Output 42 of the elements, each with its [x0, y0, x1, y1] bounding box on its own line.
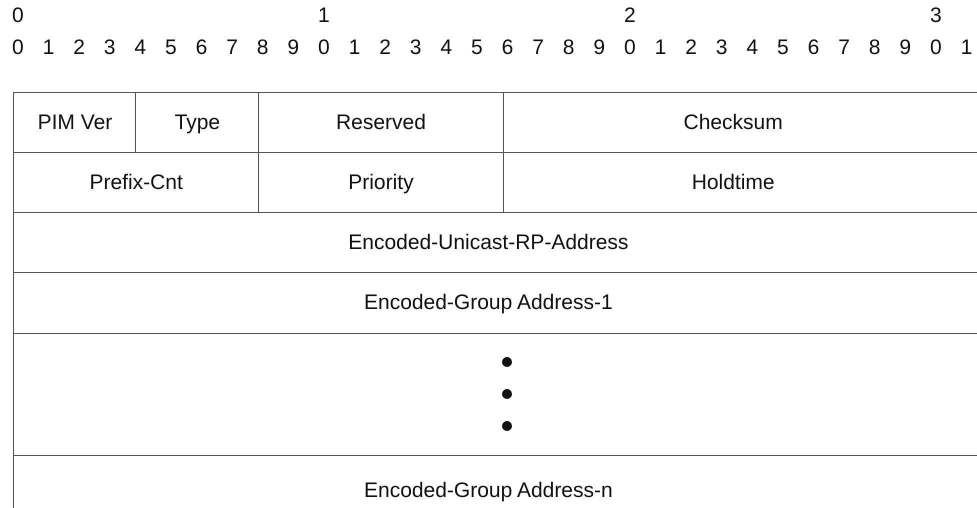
packet-field: Encoded-Unicast-RP-Address [13, 212, 977, 274]
bit-number: 1 [960, 36, 972, 60]
bit-number: 0 [318, 36, 330, 60]
bit-number: 0 [930, 36, 942, 60]
bit-number: 3 [104, 36, 116, 60]
bit-number: 5 [471, 36, 483, 60]
bit-number: 6 [196, 36, 208, 60]
bit-number: 8 [868, 36, 880, 60]
bit-number: 1 [42, 36, 54, 60]
bit-number: 0 [12, 36, 24, 60]
bit-number: 1 [654, 36, 666, 60]
bit-number: 5 [777, 36, 789, 60]
bit-number: 3 [410, 36, 422, 60]
bit-number: 2 [685, 36, 697, 60]
packet-field: Encoded-Group Address-1 [13, 272, 977, 334]
bit-ruler-number: 3 [930, 4, 942, 28]
bit-ruler-number: 2 [624, 4, 636, 28]
bit-number: 7 [226, 36, 238, 60]
bit-number: 4 [134, 36, 146, 60]
bit-number: 6 [808, 36, 820, 60]
bit-number: 8 [256, 36, 268, 60]
packet-field: Type [135, 92, 260, 154]
bit-number: 4 [746, 36, 758, 60]
packet-field: PIM Ver [13, 92, 137, 154]
bit-number: 5 [165, 36, 177, 60]
bit-number: 0 [624, 36, 636, 60]
bit-ruler-number: 1 [318, 4, 330, 28]
packet-field: Prefix-Cnt [13, 152, 260, 214]
bit-number: 7 [838, 36, 850, 60]
bit-number: 6 [502, 36, 514, 60]
bit-number: 9 [287, 36, 300, 60]
bit-number: 2 [73, 36, 85, 60]
bit-number: 1 [348, 36, 360, 60]
bit-number: 8 [562, 36, 574, 60]
bit-ruler-number: 0 [12, 4, 24, 28]
bit-number: 7 [532, 36, 544, 60]
bit-number: 2 [379, 36, 391, 60]
bit-number: 4 [440, 36, 452, 60]
bit-number: 3 [716, 36, 728, 60]
bit-number: 9 [593, 36, 606, 60]
bit-number: 9 [899, 36, 912, 60]
packet-field: Encoded-Group Address-n [13, 455, 977, 508]
